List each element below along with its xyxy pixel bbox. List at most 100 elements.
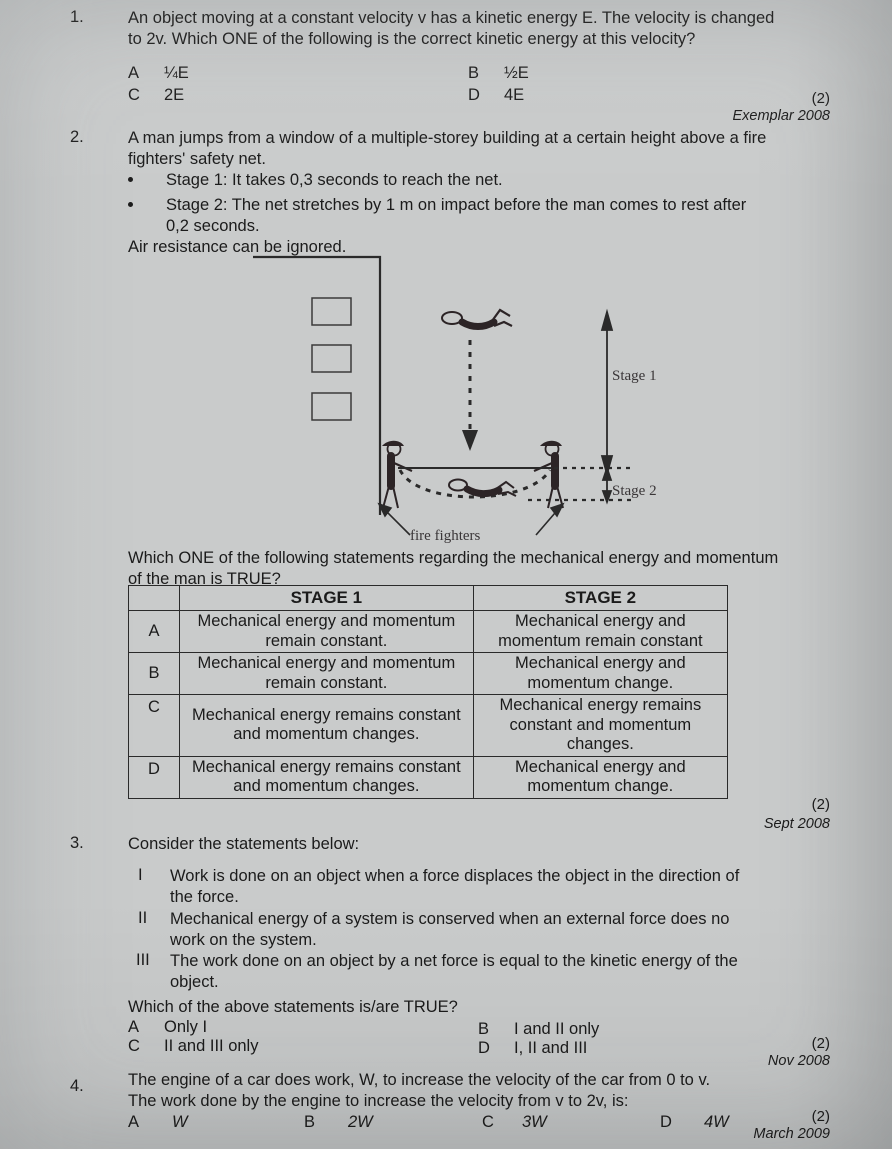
question-1-line-2: to 2v. Which ONE of the following is the…	[128, 30, 696, 48]
stage-1-measure-arrow	[600, 308, 614, 478]
man-arm	[495, 480, 515, 490]
fire-fighter-left	[382, 440, 413, 509]
q1-marks: (2)	[811, 90, 830, 107]
window-icon	[311, 344, 352, 373]
statement-ii-line-1: Mechanical energy of a system is conserv…	[170, 910, 730, 928]
building-outline	[253, 255, 382, 515]
fall-arrowhead	[462, 430, 478, 451]
question-4-line-2: The work done by the engine to increase …	[128, 1092, 629, 1110]
q4-option-a-label[interactable]: A	[128, 1113, 140, 1131]
q1-option-a-label[interactable]: A	[128, 64, 140, 82]
q2-source: Sept 2008	[763, 816, 830, 832]
q4-option-d-text[interactable]: 4W	[704, 1113, 729, 1131]
question-4-number: 4.	[70, 1077, 84, 1095]
question-2-bullet-2: Stage 2: The net stretches by 1 m on imp…	[166, 196, 747, 214]
statement-i-line-1: Work is done on an object when a force d…	[170, 867, 740, 885]
question-2-bullet-1: Stage 1: It takes 0,3 seconds to reach t…	[166, 171, 503, 189]
q3-option-a-text[interactable]: Only I	[164, 1018, 208, 1036]
question-3-text: Consider the statements below:	[128, 835, 360, 853]
table-row[interactable]: A Mechanical energy and momentum remain …	[128, 610, 729, 653]
question-2-line-1: A man jumps from a window of a multiple-…	[128, 129, 767, 147]
row-c-stage2: Mechanical energy remains constant and m…	[472, 694, 729, 757]
row-b-stage2: Mechanical energy and momentum change.	[472, 652, 729, 695]
q4-option-b-text[interactable]: 2W	[348, 1113, 373, 1131]
q3-option-d-label[interactable]: D	[478, 1039, 490, 1057]
q1-option-c-text[interactable]: 2E	[164, 86, 185, 104]
question-1-line-1: An object moving at a constant velocity …	[128, 9, 775, 27]
legs	[382, 485, 399, 509]
fire-fighters-caption: fire fighters	[410, 528, 481, 544]
question-2-prompt-line-2: of the man is TRUE?	[128, 570, 281, 588]
statement-iii-line-1: The work done on an object by a net forc…	[170, 952, 738, 970]
statement-iii-text: The work done on an object by a net forc…	[170, 951, 830, 993]
question-2-number: 2.	[70, 128, 84, 146]
q3-option-d-text[interactable]: I, II and III	[514, 1039, 588, 1057]
row-letter-d[interactable]: D	[128, 755, 180, 799]
statement-i-numeral: I	[138, 866, 143, 884]
question-2-text: A man jumps from a window of a multiple-…	[128, 128, 828, 170]
row-b-stage1: Mechanical energy and momentum remain co…	[179, 652, 474, 695]
q3-option-b-label[interactable]: B	[478, 1020, 490, 1038]
q1-option-d-text[interactable]: 4E	[504, 86, 525, 104]
fire-net-diagram-svg	[253, 255, 634, 536]
window-icon	[311, 297, 352, 326]
bullet-icon	[128, 202, 133, 207]
q1-option-b-label[interactable]: B	[468, 64, 480, 82]
q1-source: Exemplar 2008	[732, 108, 830, 124]
falling-man-figure	[441, 308, 513, 330]
question-2-air-resistance-note: Air resistance can be ignored.	[128, 238, 347, 256]
q1-option-b-text[interactable]: ½E	[504, 64, 529, 82]
table-header-stage-2: STAGE 2	[472, 585, 729, 611]
row-letter-a[interactable]: A	[128, 610, 180, 653]
row-a-stage1: Mechanical energy and momentum remain co…	[179, 610, 474, 653]
row-a-stage2: Mechanical energy and momentum remain co…	[472, 610, 729, 653]
man-leg	[497, 490, 517, 497]
stage-comparison-table: STAGE 1 STAGE 2 A Mechanical energy and …	[128, 585, 729, 799]
statement-i-line-2: the force.	[170, 888, 239, 906]
man-torso	[463, 485, 503, 498]
question-4-line-1: The engine of a car does work, W, to inc…	[128, 1071, 711, 1089]
q3-source: Nov 2008	[767, 1053, 830, 1069]
question-2-prompt-line-1: Which ONE of the following statements re…	[128, 549, 779, 567]
statement-i-text: Work is done on an object when a force d…	[170, 866, 830, 908]
table-row[interactable]: D Mechanical energy remains constant and…	[128, 755, 729, 799]
row-letter-b[interactable]: B	[128, 652, 180, 695]
man-head	[448, 478, 468, 492]
q4-option-c-label[interactable]: C	[482, 1113, 494, 1131]
statement-ii-numeral: II	[138, 909, 148, 927]
statement-iii-line-2: object.	[170, 973, 219, 991]
caption-pointer-lines	[377, 502, 565, 536]
net-stretched-curve	[398, 469, 552, 499]
row-c-stage1: Mechanical energy remains constant and m…	[179, 694, 474, 757]
row-letter-c[interactable]: C	[128, 694, 180, 757]
stage-1-label: Stage 1	[612, 368, 657, 384]
question-3-number: 3.	[70, 834, 84, 852]
q1-option-a-text[interactable]: ¼E	[164, 64, 189, 82]
q3-option-c-text[interactable]: II and III only	[164, 1037, 259, 1055]
q3-option-a-label[interactable]: A	[128, 1018, 140, 1036]
table-header-stage-1: STAGE 1	[179, 585, 474, 611]
man-leg	[493, 320, 513, 328]
q3-option-c-label[interactable]: C	[128, 1037, 140, 1055]
q4-marks: (2)	[811, 1108, 830, 1125]
q4-option-d-label[interactable]: D	[660, 1113, 672, 1131]
q1-option-d-label[interactable]: D	[468, 86, 480, 104]
q1-option-c-label[interactable]: C	[128, 86, 140, 104]
fall-trajectory-arrow	[462, 340, 478, 451]
q3-option-b-text[interactable]: I and II only	[514, 1020, 600, 1038]
stage-2-label: Stage 2	[612, 483, 657, 499]
man-torso	[458, 318, 498, 330]
question-4-text: The engine of a car does work, W, to inc…	[128, 1070, 868, 1112]
q4-option-a-text[interactable]: W	[172, 1113, 188, 1131]
statement-ii-line-2: work on the system.	[170, 931, 317, 949]
question-1-text: An object moving at a constant velocity …	[128, 8, 828, 50]
q4-option-b-label[interactable]: B	[304, 1113, 316, 1131]
man-head	[441, 311, 463, 325]
q4-option-c-text[interactable]: 3W	[522, 1113, 547, 1131]
table-row[interactable]: B Mechanical energy and momentum remain …	[128, 652, 729, 695]
window-icon	[311, 392, 352, 421]
building-windows	[311, 297, 352, 421]
table-row[interactable]: C Mechanical energy remains constant and…	[128, 694, 729, 757]
table-header-blank	[128, 585, 180, 611]
